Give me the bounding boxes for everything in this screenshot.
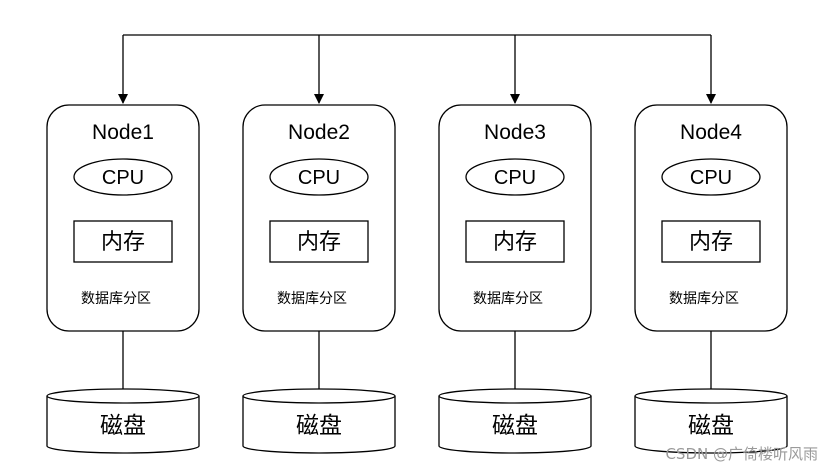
memory-box bbox=[661, 220, 761, 263]
partition-label: 数据库分区 bbox=[277, 291, 347, 307]
cpu-label: CPU bbox=[494, 167, 536, 189]
node-title: Node4 bbox=[680, 121, 742, 144]
partition-label: 数据库分区 bbox=[81, 291, 151, 307]
memory-label: 内存 bbox=[493, 230, 537, 255]
disk-label: 磁盘 bbox=[100, 413, 146, 439]
memory-box bbox=[465, 220, 565, 263]
disk-cylinder-body bbox=[438, 396, 592, 454]
memory-box bbox=[73, 220, 173, 263]
cpu-label: CPU bbox=[102, 167, 144, 189]
disk-cylinder-body bbox=[46, 396, 200, 454]
cpu-ellipse bbox=[73, 158, 173, 196]
node-title: Node3 bbox=[484, 121, 546, 144]
disk-cylinder-top bbox=[242, 388, 396, 404]
partition-label: 数据库分区 bbox=[473, 291, 543, 307]
memory-box bbox=[269, 220, 369, 263]
memory-label: 内存 bbox=[689, 230, 733, 255]
watermark-text: CSDN @广倚楼听风雨 bbox=[665, 445, 818, 463]
disk-cylinder-top bbox=[46, 388, 200, 404]
node-title: Node1 bbox=[92, 121, 154, 144]
cpu-label: CPU bbox=[690, 167, 732, 189]
partition-label: 数据库分区 bbox=[669, 291, 739, 307]
disk-label: 磁盘 bbox=[492, 413, 538, 439]
cpu-ellipse bbox=[269, 158, 369, 196]
node-title: Node2 bbox=[288, 121, 350, 144]
cpu-ellipse bbox=[661, 158, 761, 196]
disk-cylinder-top bbox=[438, 388, 592, 404]
disk-cylinder-top bbox=[634, 388, 788, 404]
disk-cylinder-body bbox=[242, 396, 396, 454]
cpu-label: CPU bbox=[298, 167, 340, 189]
disk-label: 磁盘 bbox=[296, 413, 342, 439]
memory-label: 内存 bbox=[101, 230, 145, 255]
cpu-ellipse bbox=[465, 158, 565, 196]
disk-cylinder-body bbox=[634, 396, 788, 454]
memory-label: 内存 bbox=[297, 230, 341, 255]
disk-label: 磁盘 bbox=[688, 413, 734, 439]
